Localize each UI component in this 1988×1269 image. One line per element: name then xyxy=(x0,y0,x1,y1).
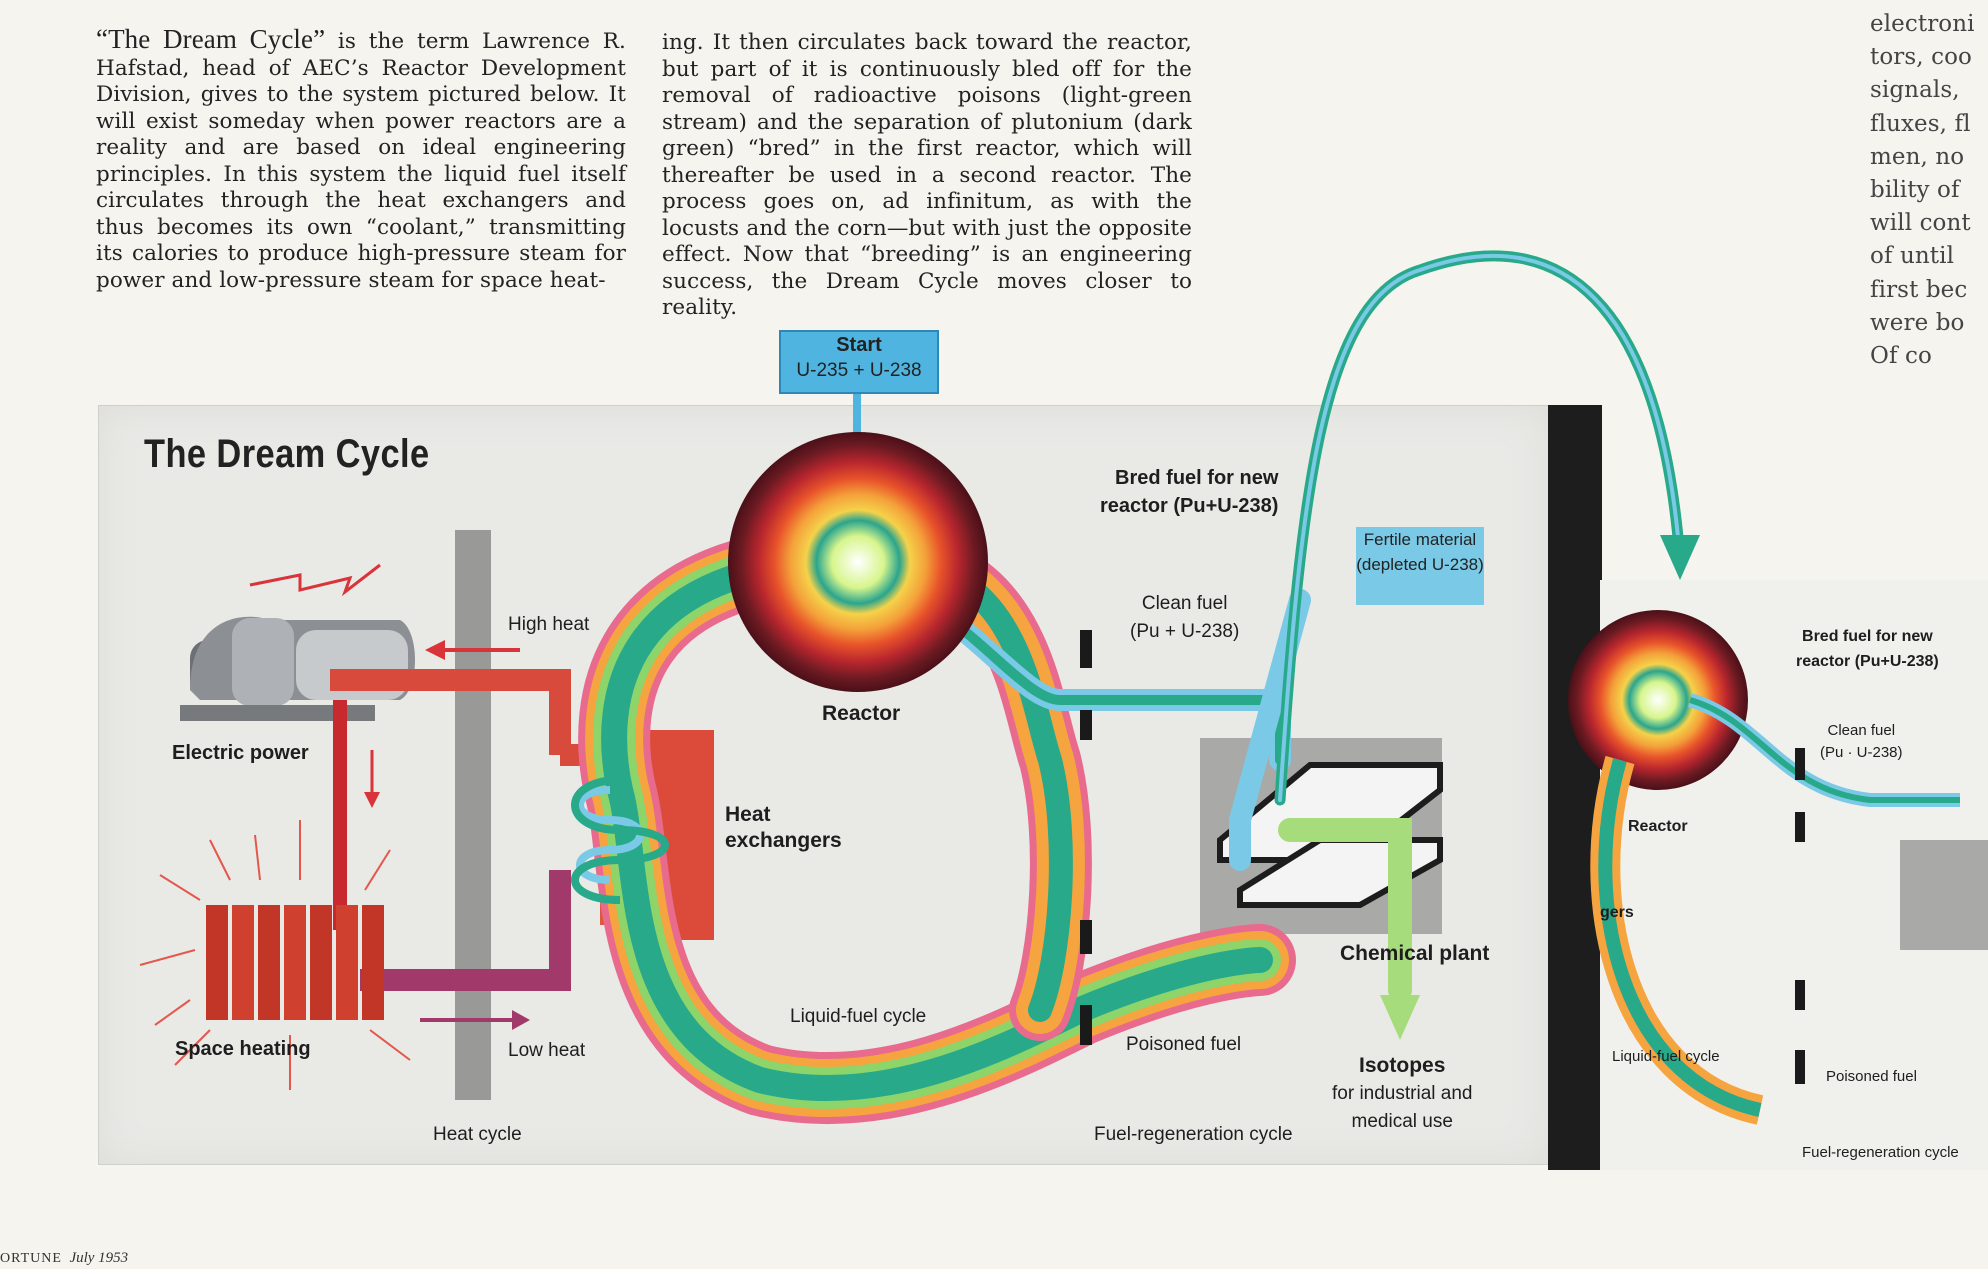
start-fuel: U-235 + U-238 xyxy=(796,360,922,381)
low-heat-label: Low heat xyxy=(508,1040,586,1061)
electric-power-label: Electric power xyxy=(172,742,309,764)
reactor-icon-second xyxy=(1568,610,1748,790)
magazine-name: ORTUNE xyxy=(0,1251,62,1266)
heat-exchangers-fragment: gers xyxy=(1600,904,1634,921)
isotopes-line-2: medical use xyxy=(1351,1111,1453,1132)
reactor-label: Reactor xyxy=(822,702,901,725)
article-column-2: ing. It then circulates back toward the … xyxy=(662,30,1192,320)
article-column-3-line: were bo xyxy=(1870,309,1965,336)
poisoned-fuel-label: Poisoned fuel xyxy=(1126,1034,1242,1055)
heat-cycle-divider xyxy=(455,530,491,1100)
panel-edge xyxy=(1548,405,1602,1170)
bred-fuel-line-1: Bred fuel for new xyxy=(1115,467,1279,489)
heat-cycle-label: Heat cycle xyxy=(433,1124,522,1145)
diagram-title: The Dream Cycle xyxy=(144,432,430,476)
heat-radiation-arrows xyxy=(139,820,411,1090)
start-label: Start xyxy=(836,334,882,356)
article-column-3-line: first bec xyxy=(1870,276,1968,303)
article-column-3-line: men, no xyxy=(1870,143,1965,170)
clean-fuel-second-line-2: (Pu · U-238) xyxy=(1820,744,1903,761)
clean-fuel-second-line-1: Clean fuel xyxy=(1827,722,1896,739)
article-column-3: electroni tors, coo signals, fluxes, fl men… xyxy=(1870,8,1988,373)
high-heat-label: High heat xyxy=(508,614,590,635)
fertile-label: Fertile material xyxy=(1363,530,1477,549)
article-lead: “The Dream Cycle” xyxy=(96,24,326,54)
issue-date: July 1953 xyxy=(69,1250,129,1266)
clean-fuel-line-1: Clean fuel xyxy=(1141,593,1228,614)
bred-fuel-label-second: Bred fuel for new reactor (Pu+U-238) xyxy=(1796,624,1939,674)
article-column-3-line: will cont xyxy=(1870,210,1971,237)
bred-fuel-second-line-1: Bred fuel for new xyxy=(1802,628,1933,645)
liquid-fuel-cycle-label: Liquid-fuel cycle xyxy=(790,1006,927,1027)
clean-fuel-label: Clean fuel (Pu + U-238) xyxy=(1130,590,1239,646)
space-heating-label: Space heating xyxy=(175,1038,311,1060)
liquid-fuel-cycle-label-second: Liquid-fuel cycle xyxy=(1612,1048,1720,1065)
poisoned-fuel-label-second: Poisoned fuel xyxy=(1826,1068,1917,1085)
heat-exchangers-line-1: Heat xyxy=(725,803,771,826)
article-column-1: “The Dream Cycle” is the term Lawrence R… xyxy=(96,26,626,294)
article-column-3-line: Of co xyxy=(1870,343,1932,370)
article-column-3-line: electroni xyxy=(1870,11,1975,37)
clean-fuel-label-second: Clean fuel (Pu · U-238) xyxy=(1820,720,1903,764)
start-box: Start U-235 + U-238 xyxy=(779,330,939,394)
radiator-icon xyxy=(206,905,384,1020)
article-column-3-line: of until xyxy=(1870,243,1955,270)
turbine-icon xyxy=(180,616,415,721)
isotopes-line-1: for industrial and xyxy=(1332,1083,1473,1104)
fertile-material-box: Fertile material (depleted U-238) xyxy=(1356,527,1484,605)
reactor-label-second: Reactor xyxy=(1628,818,1688,835)
article-column-3-line: bility of xyxy=(1870,177,1960,204)
heat-exchangers-label: Heat exchangers xyxy=(725,802,842,854)
article-column-3-line: tors, coo xyxy=(1870,44,1972,71)
fuel-regeneration-label-second: Fuel-regeneration cycle xyxy=(1802,1144,1959,1161)
valve-icons xyxy=(1080,630,1805,1084)
isotopes-title: Isotopes xyxy=(1359,1054,1446,1077)
article-column-3-line: signals, xyxy=(1870,77,1960,104)
bred-fuel-line-2: reactor (Pu+U-238) xyxy=(1100,495,1279,517)
page-footer: ORTUNE July 1953 xyxy=(0,1250,128,1267)
isotopes-label: Isotopes for industrial and medical use xyxy=(1332,1052,1472,1136)
article-column-3-line: fluxes, fl xyxy=(1870,110,1971,137)
article-column-1-text: is the term Lawrence R. Hafstad, head of… xyxy=(96,29,626,293)
bred-fuel-label: Bred fuel for new reactor (Pu+U-238) xyxy=(1100,464,1278,520)
heat-exchangers-line-2: exchangers xyxy=(725,829,842,852)
chemical-plant-label: Chemical plant xyxy=(1340,942,1490,965)
clean-fuel-line-2: (Pu + U-238) xyxy=(1130,621,1240,642)
fuel-regeneration-label: Fuel-regeneration cycle xyxy=(1094,1124,1293,1145)
reactor-icon xyxy=(728,432,988,692)
fertile-sub: (depleted U-238) xyxy=(1356,555,1484,574)
coil-lines xyxy=(571,776,669,904)
bred-fuel-second-line-2: reactor (Pu+U-238) xyxy=(1796,653,1939,670)
